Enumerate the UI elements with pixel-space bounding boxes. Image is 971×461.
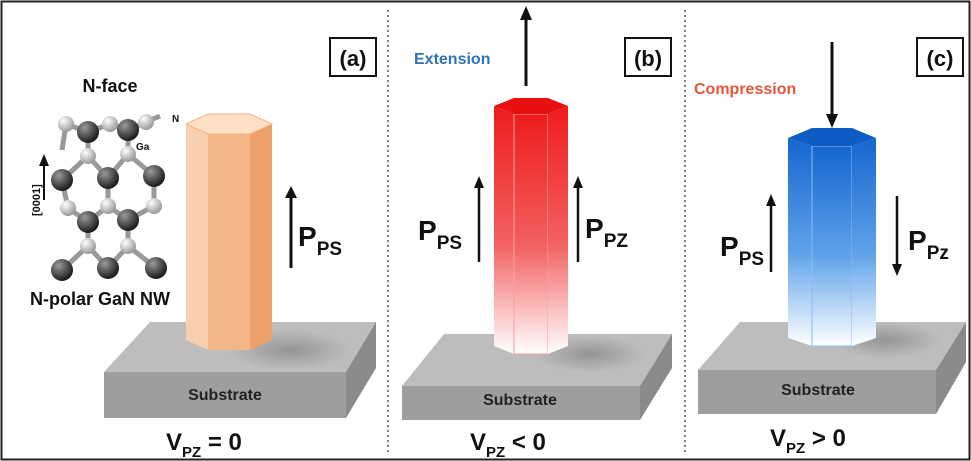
panel-a-pillar-front xyxy=(208,134,250,350)
direction-label: [0001] xyxy=(31,184,43,216)
panel-a-substrate-side xyxy=(346,322,376,418)
panel-a-ps-arrowhead xyxy=(285,186,297,198)
panel-c-label: (c) xyxy=(927,46,954,71)
panel-a-pillar-left xyxy=(186,124,208,350)
panel-a-pillar-right xyxy=(250,124,272,350)
panel-c-pillar-right xyxy=(852,138,876,346)
panel-b-pillar-left xyxy=(494,106,514,354)
panel-b: (b) Extension Substrate PPS PPZ VPZ < 0 xyxy=(402,6,672,461)
panel-a: (a) Substrate PPS N-face xyxy=(30,37,377,461)
panel-c-substrate-front xyxy=(698,370,936,414)
panel-a-substrate-label: Substrate xyxy=(188,387,262,404)
panel-a-pillar-top xyxy=(184,113,274,135)
panel-a-substrate-front xyxy=(104,372,346,418)
n-face-label: N-face xyxy=(82,76,137,96)
panel-b-label: (b) xyxy=(634,46,662,71)
atoms xyxy=(51,114,167,281)
panel-c: (c) Compression Substrate PPS PPz VPZ > … xyxy=(694,37,966,457)
panel-c-ps-label: PPS xyxy=(720,231,764,270)
direction-arrowhead xyxy=(39,154,49,166)
panel-a-ps-label: PPS xyxy=(298,221,342,260)
extension-arrowhead xyxy=(520,6,532,20)
panel-b-pillar-front xyxy=(513,113,549,355)
panel-c-label-box xyxy=(916,37,964,77)
panel-b-pillar-top xyxy=(494,98,568,114)
panel-c-pillar-top xyxy=(788,128,876,146)
panel-c-substrate-side xyxy=(936,322,966,414)
panel-b-ps-arrowhead xyxy=(474,176,484,188)
ga-atom-label: Ga xyxy=(136,142,150,153)
structure-label: N-polar GaN NW xyxy=(30,289,170,309)
panel-b-substrate-label: Substrate xyxy=(483,392,557,409)
panel-c-pillar-front xyxy=(811,145,853,347)
compression-arrowhead xyxy=(826,114,838,128)
panel-c-ps-arrowhead xyxy=(766,194,776,206)
extension-label: Extension xyxy=(414,51,490,68)
panel-c-substrate-label: Substrate xyxy=(781,382,855,399)
n-atom-label: N xyxy=(172,114,179,125)
panel-b-voltage: VPZ < 0 xyxy=(470,429,546,461)
panel-c-pz-label: PPz xyxy=(908,225,949,264)
panel-b-pz-label: PPZ xyxy=(585,213,628,252)
panel-a-voltage: VPZ = 0 xyxy=(166,429,242,461)
panel-c-voltage: VPZ > 0 xyxy=(770,425,846,457)
panel-b-pillar-right xyxy=(548,106,568,354)
panel-b-pz-arrowhead xyxy=(573,176,583,188)
panel-b-substrate-side xyxy=(640,334,672,420)
wurtzite-structure xyxy=(59,113,161,272)
panel-b-label-box xyxy=(624,37,672,77)
panel-c-pillar-left xyxy=(788,138,812,346)
panel-c-pz-arrowhead xyxy=(892,264,902,276)
panel-b-substrate-front xyxy=(402,386,640,420)
compression-label: Compression xyxy=(694,81,796,98)
panel-a-label: (a) xyxy=(340,46,367,71)
panel-a-label-box xyxy=(329,37,377,77)
panel-b-ps-label: PPS xyxy=(418,215,462,254)
